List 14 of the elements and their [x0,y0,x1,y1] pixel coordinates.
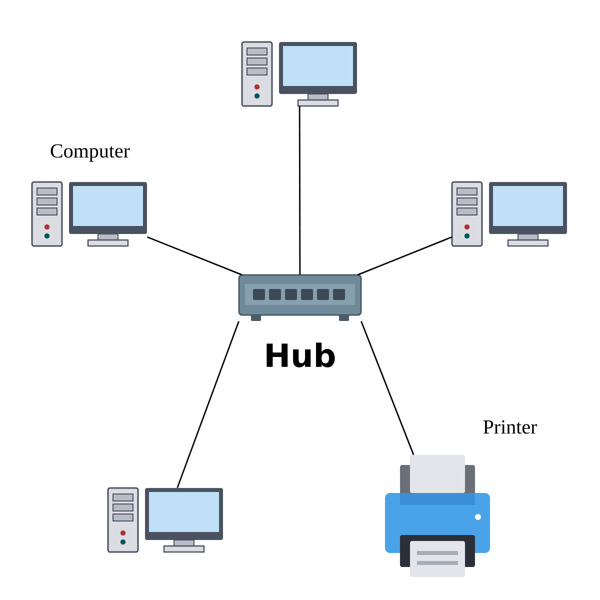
computer-icon [31,181,147,247]
hub-icon [238,274,362,321]
computer-icon [107,487,223,553]
connection-line [358,236,452,276]
connection-line [298,106,301,275]
device-label: Printer [483,420,538,434]
connection-line [176,320,240,488]
computer-icon [451,181,567,247]
printer-icon [385,455,490,577]
connection-line [360,320,414,456]
device-label: Hub [266,342,335,368]
computer-icon [241,41,357,107]
connection-line [146,236,242,276]
device-label: Computer [50,144,130,162]
